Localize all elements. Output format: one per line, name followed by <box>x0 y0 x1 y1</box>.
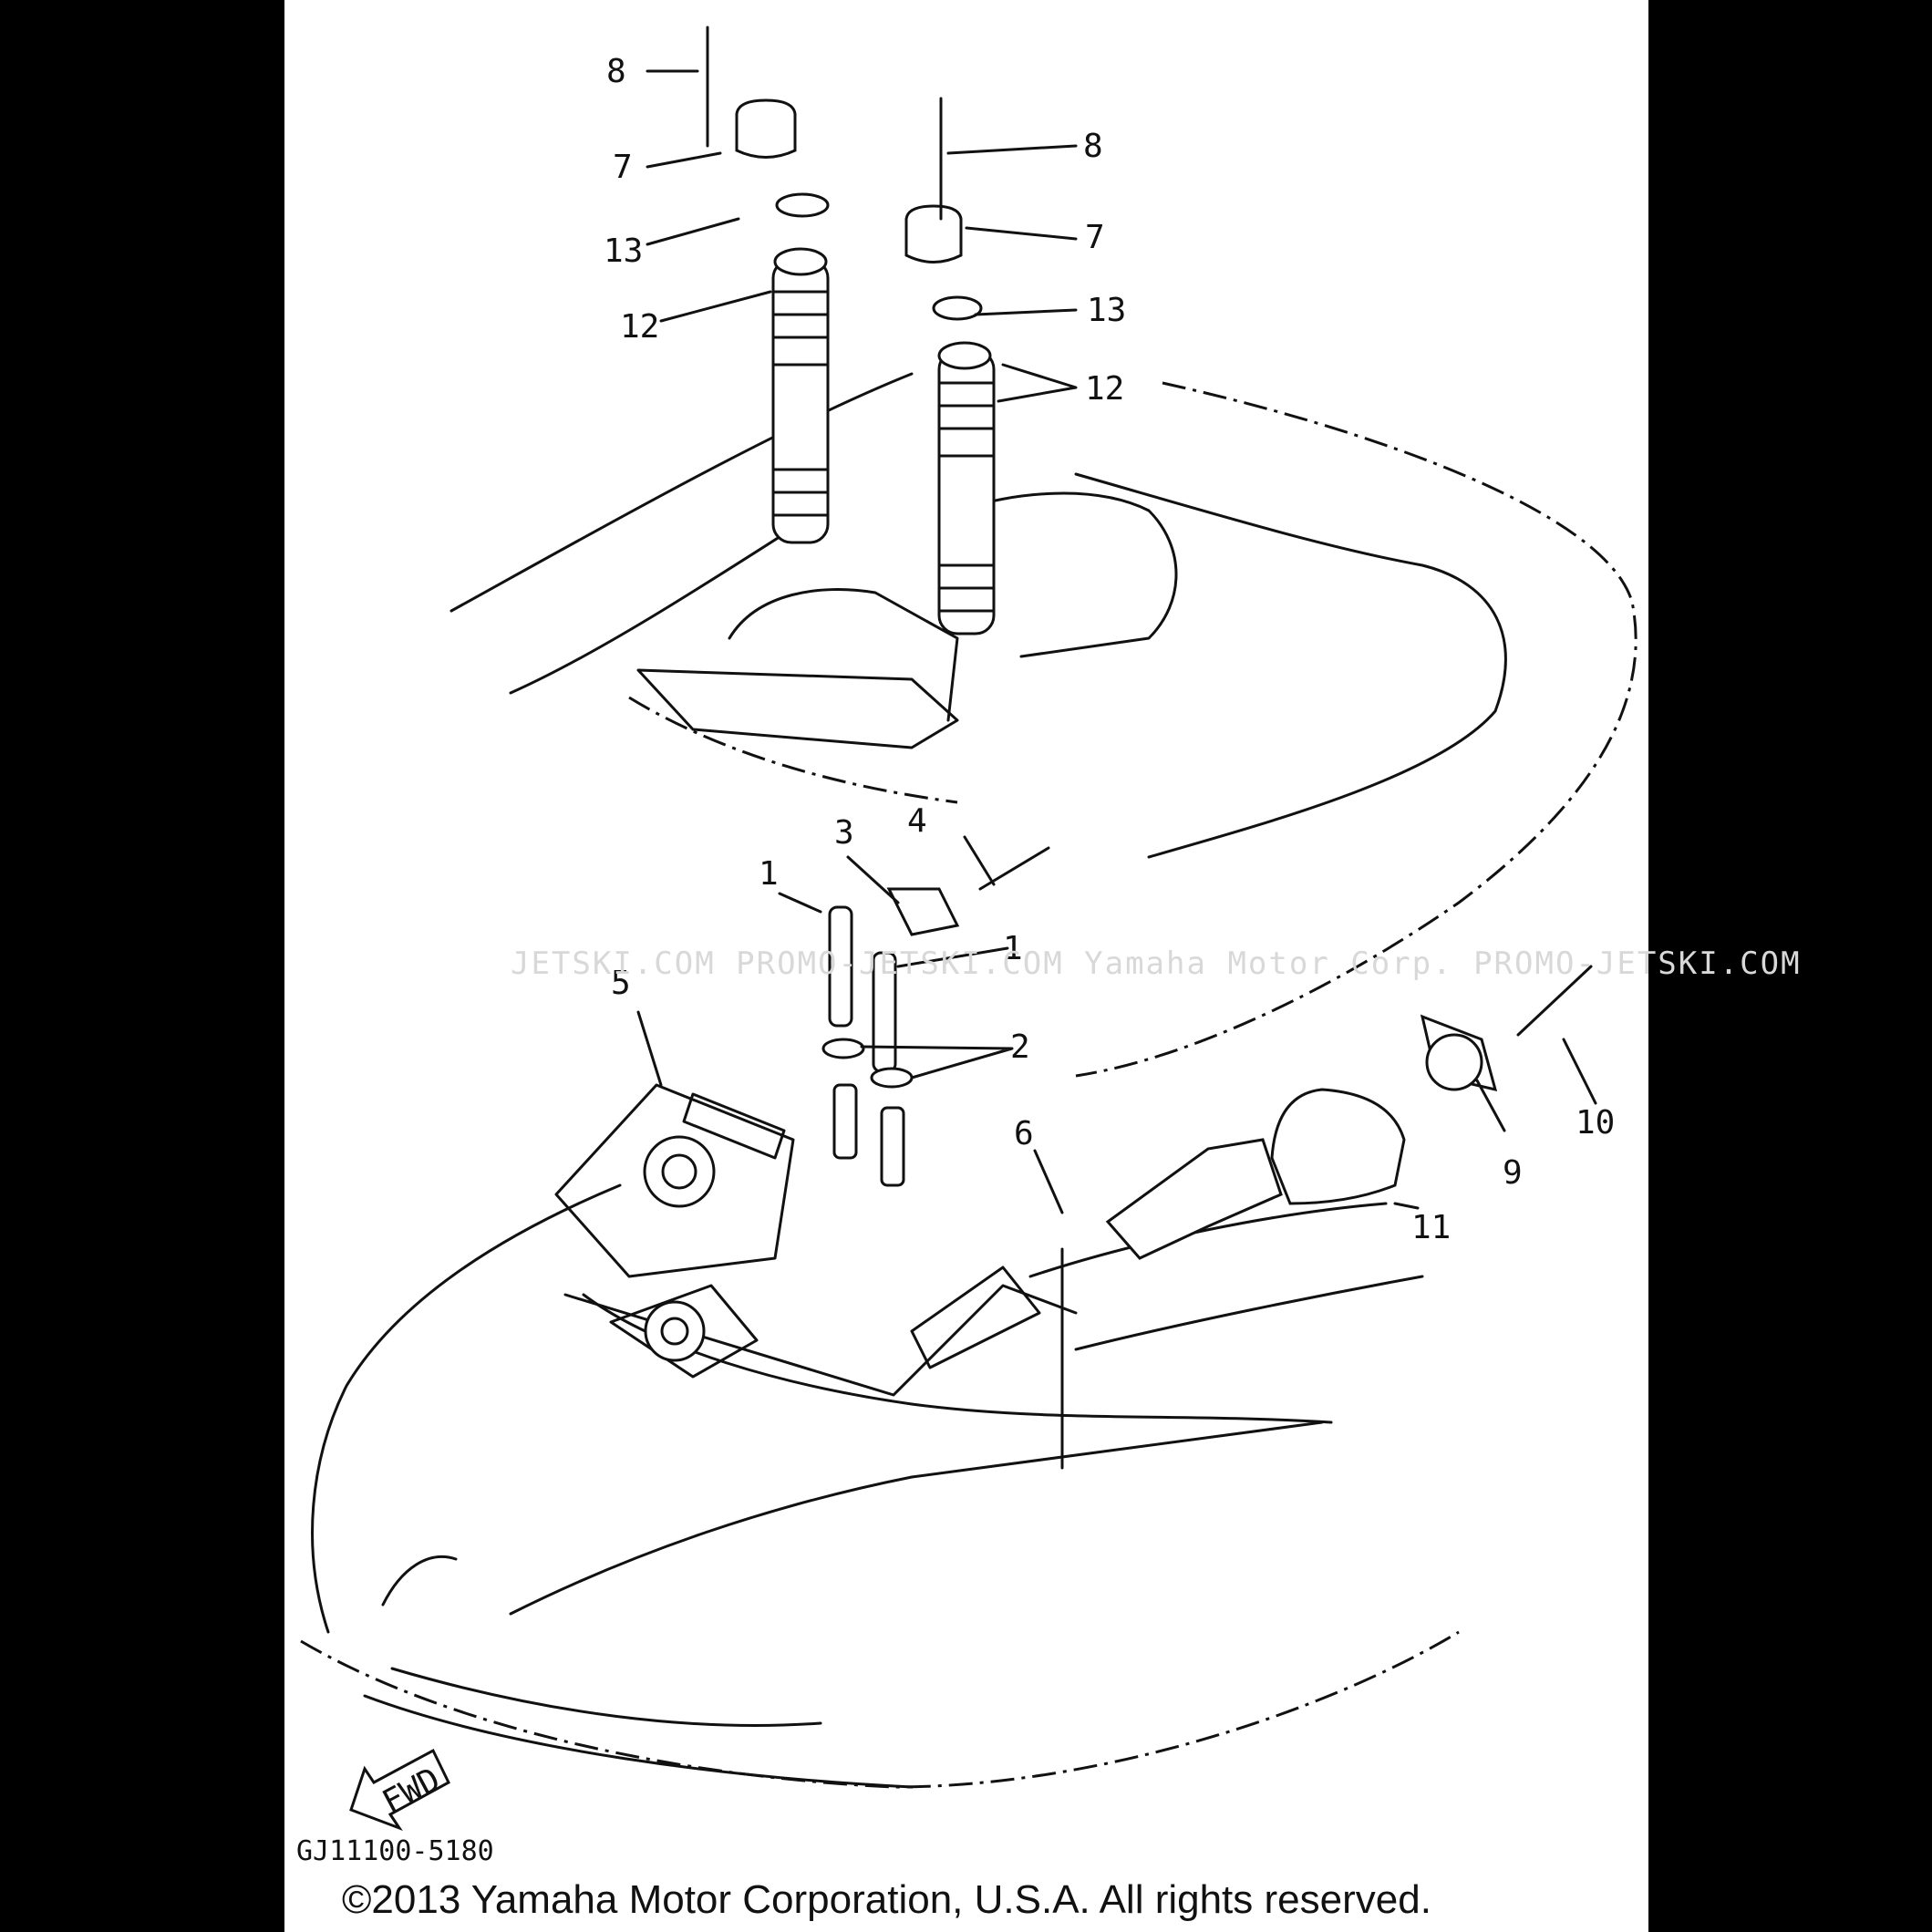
hull-outline <box>300 372 1638 1789</box>
callout-labels: 8 7 13 12 8 7 13 12 4 3 1 1 5 2 6 11 9 1… <box>604 53 1615 1246</box>
leader-lines <box>636 69 1597 1214</box>
callout-6: 6 <box>1014 1115 1034 1152</box>
callout-12-upper-left: 12 <box>620 308 659 346</box>
callout-12-upper-right: 12 <box>1085 370 1124 408</box>
callout-13-upper-left: 13 <box>604 232 643 270</box>
copyright-notice: ©2013 Yamaha Motor Corporation, U.S.A. A… <box>342 1877 1431 1922</box>
callout-4: 4 <box>907 802 927 840</box>
callout-1-right: 1 <box>1003 930 1023 967</box>
callout-5: 5 <box>611 965 631 1002</box>
fwd-arrow-icon: FWD <box>349 1748 450 1832</box>
lower-components <box>821 846 1593 1470</box>
callout-8-upper-left: 8 <box>606 53 626 90</box>
callout-7-upper-left: 7 <box>613 149 633 186</box>
callout-8-upper-right: 8 <box>1083 128 1103 165</box>
drawing-code: GJ11100-5180 <box>296 1835 494 1867</box>
callout-10: 10 <box>1576 1104 1615 1142</box>
vent-duct-left <box>706 26 830 544</box>
callout-13-upper-right: 13 <box>1087 292 1126 329</box>
front-deck-panel <box>554 1083 1078 1397</box>
callout-9: 9 <box>1503 1154 1523 1192</box>
diagram-sheet <box>284 0 1648 1932</box>
callout-3: 3 <box>834 814 854 852</box>
callout-2: 2 <box>1010 1028 1030 1066</box>
callout-11: 11 <box>1411 1209 1451 1246</box>
watermark-text: JETSKI.COM PROMO-JETSKI.COM Yamaha Motor… <box>511 945 1802 982</box>
callout-1-left: 1 <box>759 855 779 893</box>
vent-duct-right <box>904 97 996 635</box>
callout-7-upper-right: 7 <box>1085 219 1105 256</box>
